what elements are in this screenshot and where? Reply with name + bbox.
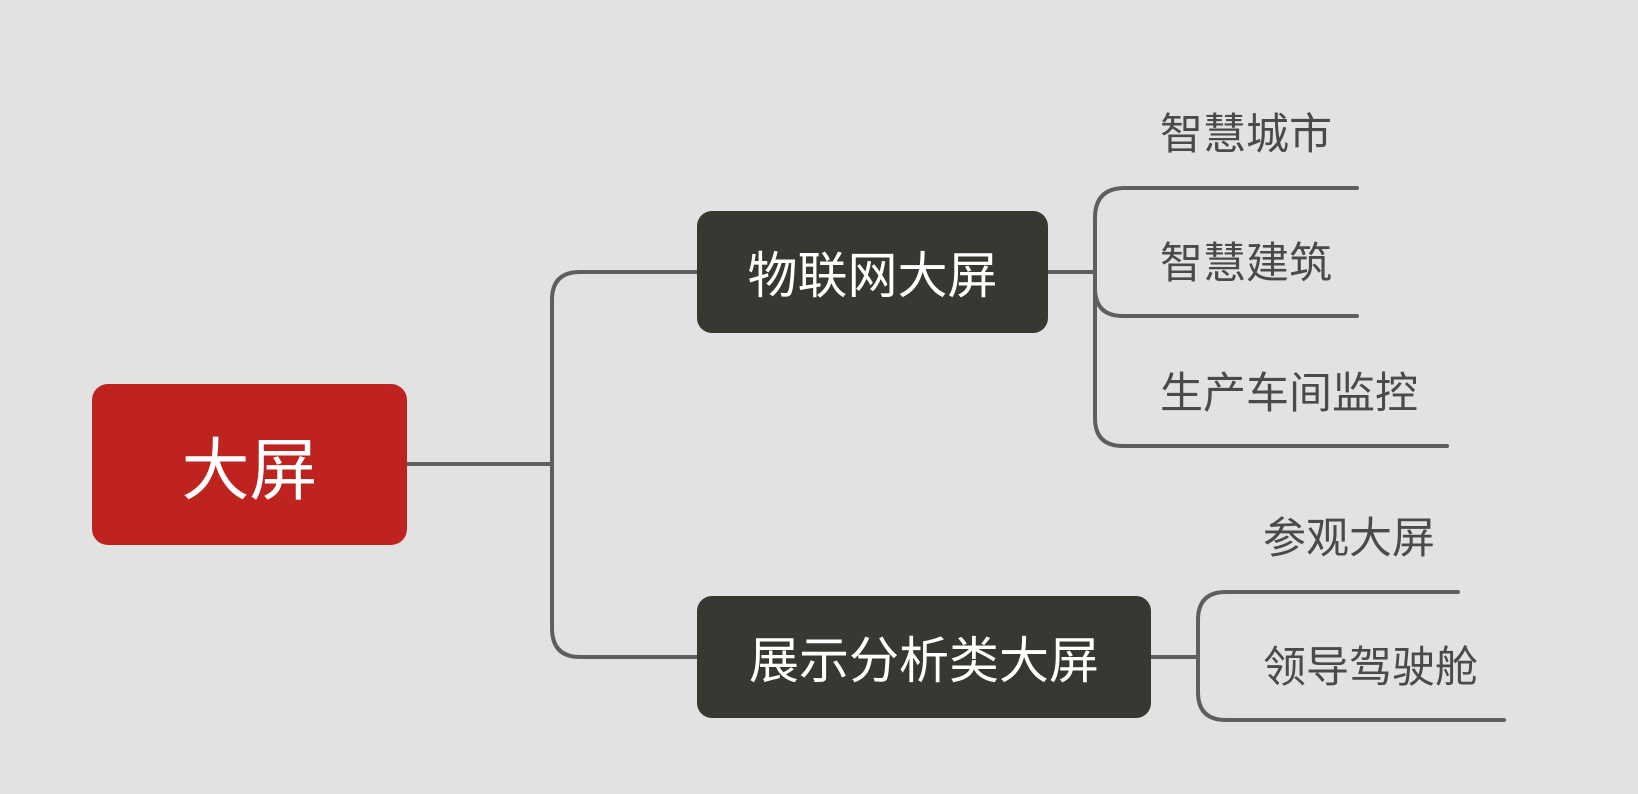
leaf-node-workshop-monitoring[interactable]: 生产车间监控 [1160,369,1418,419]
leaf-node-smart-building[interactable]: 智慧建筑 [1160,239,1332,289]
connector-leaf-1-1 [1093,186,1359,274]
root-node[interactable]: 大屏 [92,384,407,545]
branch-node-label: 展示分析类大屏 [749,632,1099,690]
connector-leaf-1-3 [1093,286,1449,448]
leaf-node-visitor-screen[interactable]: 参观大屏 [1263,514,1435,564]
leaf-node-smart-city[interactable]: 智慧城市 [1160,110,1332,160]
connector-branch-2 [550,462,699,659]
connector-branch-1 [550,270,699,466]
branch-node-analytics[interactable]: 展示分析类大屏 [697,596,1151,718]
branch-node-label: 物联网大屏 [747,247,998,305]
leaf-node-leadership-cockpit[interactable]: 领导驾驶舱 [1263,643,1478,693]
connector-leaf-2-1 [1196,590,1460,659]
branch-node-iot[interactable]: 物联网大屏 [697,211,1048,333]
root-node-label: 大屏 [181,432,318,511]
connector-leaf-2-2 [1196,655,1506,722]
